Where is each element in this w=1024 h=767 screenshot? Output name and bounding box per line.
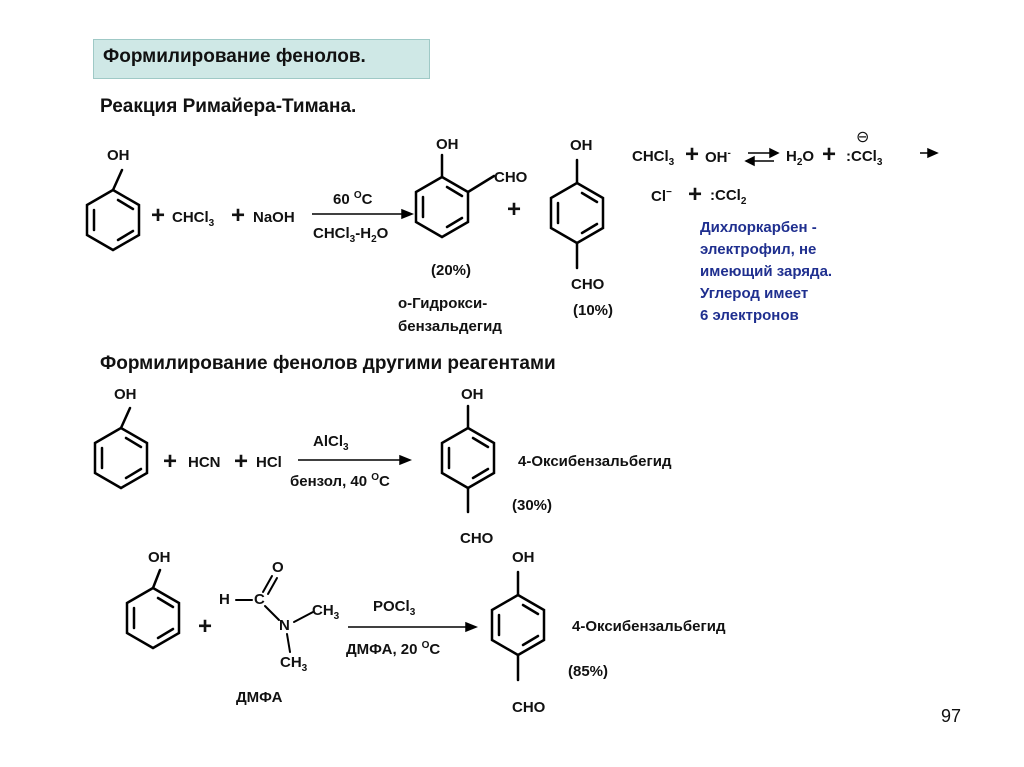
mech-chloride: Cl− <box>651 187 672 205</box>
carbene-note: Дихлоркарбен - электрофил, не имеющий за… <box>700 217 832 327</box>
dmf-o-atom: O <box>272 559 284 576</box>
plus-sign: + <box>685 141 700 168</box>
ortho-cho-label: CHO <box>494 169 528 186</box>
plus-sign: + <box>688 181 703 208</box>
dmf-c-atom: C <box>254 591 265 608</box>
phenol-oh-label: OH <box>148 549 171 566</box>
gattermann-product-name: 4-Оксибензальбегид <box>518 453 672 470</box>
vilsmeier-conditions: ДМФА, 20 OC <box>346 640 441 658</box>
vilsmeier-product-ring <box>490 570 546 682</box>
reimer-condition-solvent: CHCl3-H2O <box>313 225 389 245</box>
carbanion-arrow <box>920 147 939 159</box>
vilsmeier-reagent: POCl3 <box>373 598 416 618</box>
phenol-oh-label: OH <box>114 386 137 403</box>
mech-hydroxide: OH- <box>705 148 731 166</box>
carbene-note-line: Углерод имеет <box>700 285 809 302</box>
carbene-note-line: электрофил, не <box>700 241 817 258</box>
plus-sign: + <box>163 448 178 475</box>
vilsmeier-arrow <box>348 621 479 633</box>
reagent-hcl: HCl <box>256 454 282 471</box>
mech-water: H2O <box>786 148 815 168</box>
carbene-note-line: 6 электронов <box>700 307 799 324</box>
para-oh-label: OH <box>570 137 593 154</box>
carbene-note-line: имеющий заряда. <box>700 263 833 280</box>
reagent-hcn: HCN <box>188 454 221 471</box>
phenol-oh-label: OH <box>107 147 130 164</box>
subtitle-other: Формилирование фенолов другими реагентам… <box>100 353 556 374</box>
mech-trichloromethyl-anion: :CCl3 <box>846 148 883 168</box>
phenol-ring-gattermann <box>93 406 149 490</box>
product-cho-label: CHO <box>512 699 546 716</box>
para-yield: (10%) <box>573 302 614 319</box>
gattermann-conditions: бензол, 40 OC <box>290 472 390 490</box>
ortho-product-ring <box>414 153 496 239</box>
reagent-naoh: NaOH <box>253 209 295 226</box>
dmf-methyl-top: CH3 <box>312 602 340 622</box>
product-cho-label: CHO <box>460 530 494 547</box>
dmf-h-atom: H <box>219 591 230 608</box>
title-box <box>93 39 430 79</box>
phenol-ring-reimer <box>85 168 141 252</box>
plus-sign: + <box>507 196 522 223</box>
plus-sign: + <box>822 141 837 168</box>
page-number: 97 <box>941 706 962 726</box>
reimer-condition-temp: 60 OC <box>333 190 373 208</box>
gattermann-product-ring <box>440 404 496 514</box>
gattermann-arrow <box>298 454 413 466</box>
plus-sign: + <box>231 202 246 229</box>
plus-sign: + <box>198 613 213 640</box>
ortho-name-line2: бензальдегид <box>398 318 502 335</box>
plus-sign: + <box>234 448 249 475</box>
dmf-methyl-bottom: CH3 <box>280 654 308 674</box>
dmf-label: ДМФА <box>236 689 283 706</box>
para-cho-label: CHO <box>571 276 605 293</box>
phenol-ring-vilsmeier <box>125 568 181 650</box>
ortho-yield: (20%) <box>431 262 472 279</box>
gattermann-catalyst: AlCl3 <box>313 433 349 453</box>
gattermann-yield: (30%) <box>512 497 553 514</box>
ortho-name-line1: о-Гидрокси- <box>398 295 488 312</box>
dmf-n-atom: N <box>279 617 290 634</box>
carbene-note-line: Дихлоркарбен - <box>700 219 817 236</box>
reagent-chcl3: CHCl3 <box>172 209 215 229</box>
reimer-arrow <box>312 208 415 220</box>
product-oh-label: OH <box>512 549 535 566</box>
mech-dichlorocarbene: :CCl2 <box>710 187 747 207</box>
plus-sign: + <box>151 202 166 229</box>
vilsmeier-yield: (85%) <box>568 663 609 680</box>
equilibrium-arrows <box>744 147 780 167</box>
vilsmeier-product-name: 4-Оксибензальбегид <box>572 618 726 635</box>
ortho-oh-label: OH <box>436 136 459 153</box>
subtitle-reimer: Реакция Римайера-Тимана. <box>100 96 357 117</box>
para-product-ring <box>549 158 605 270</box>
mech-chcl3: CHCl3 <box>632 148 675 168</box>
slide-title: Формилирование фенолов. <box>103 46 366 67</box>
product-oh-label: OH <box>461 386 484 403</box>
anion-charge: ⊖ <box>856 129 870 146</box>
dmf-bonds <box>235 575 314 653</box>
